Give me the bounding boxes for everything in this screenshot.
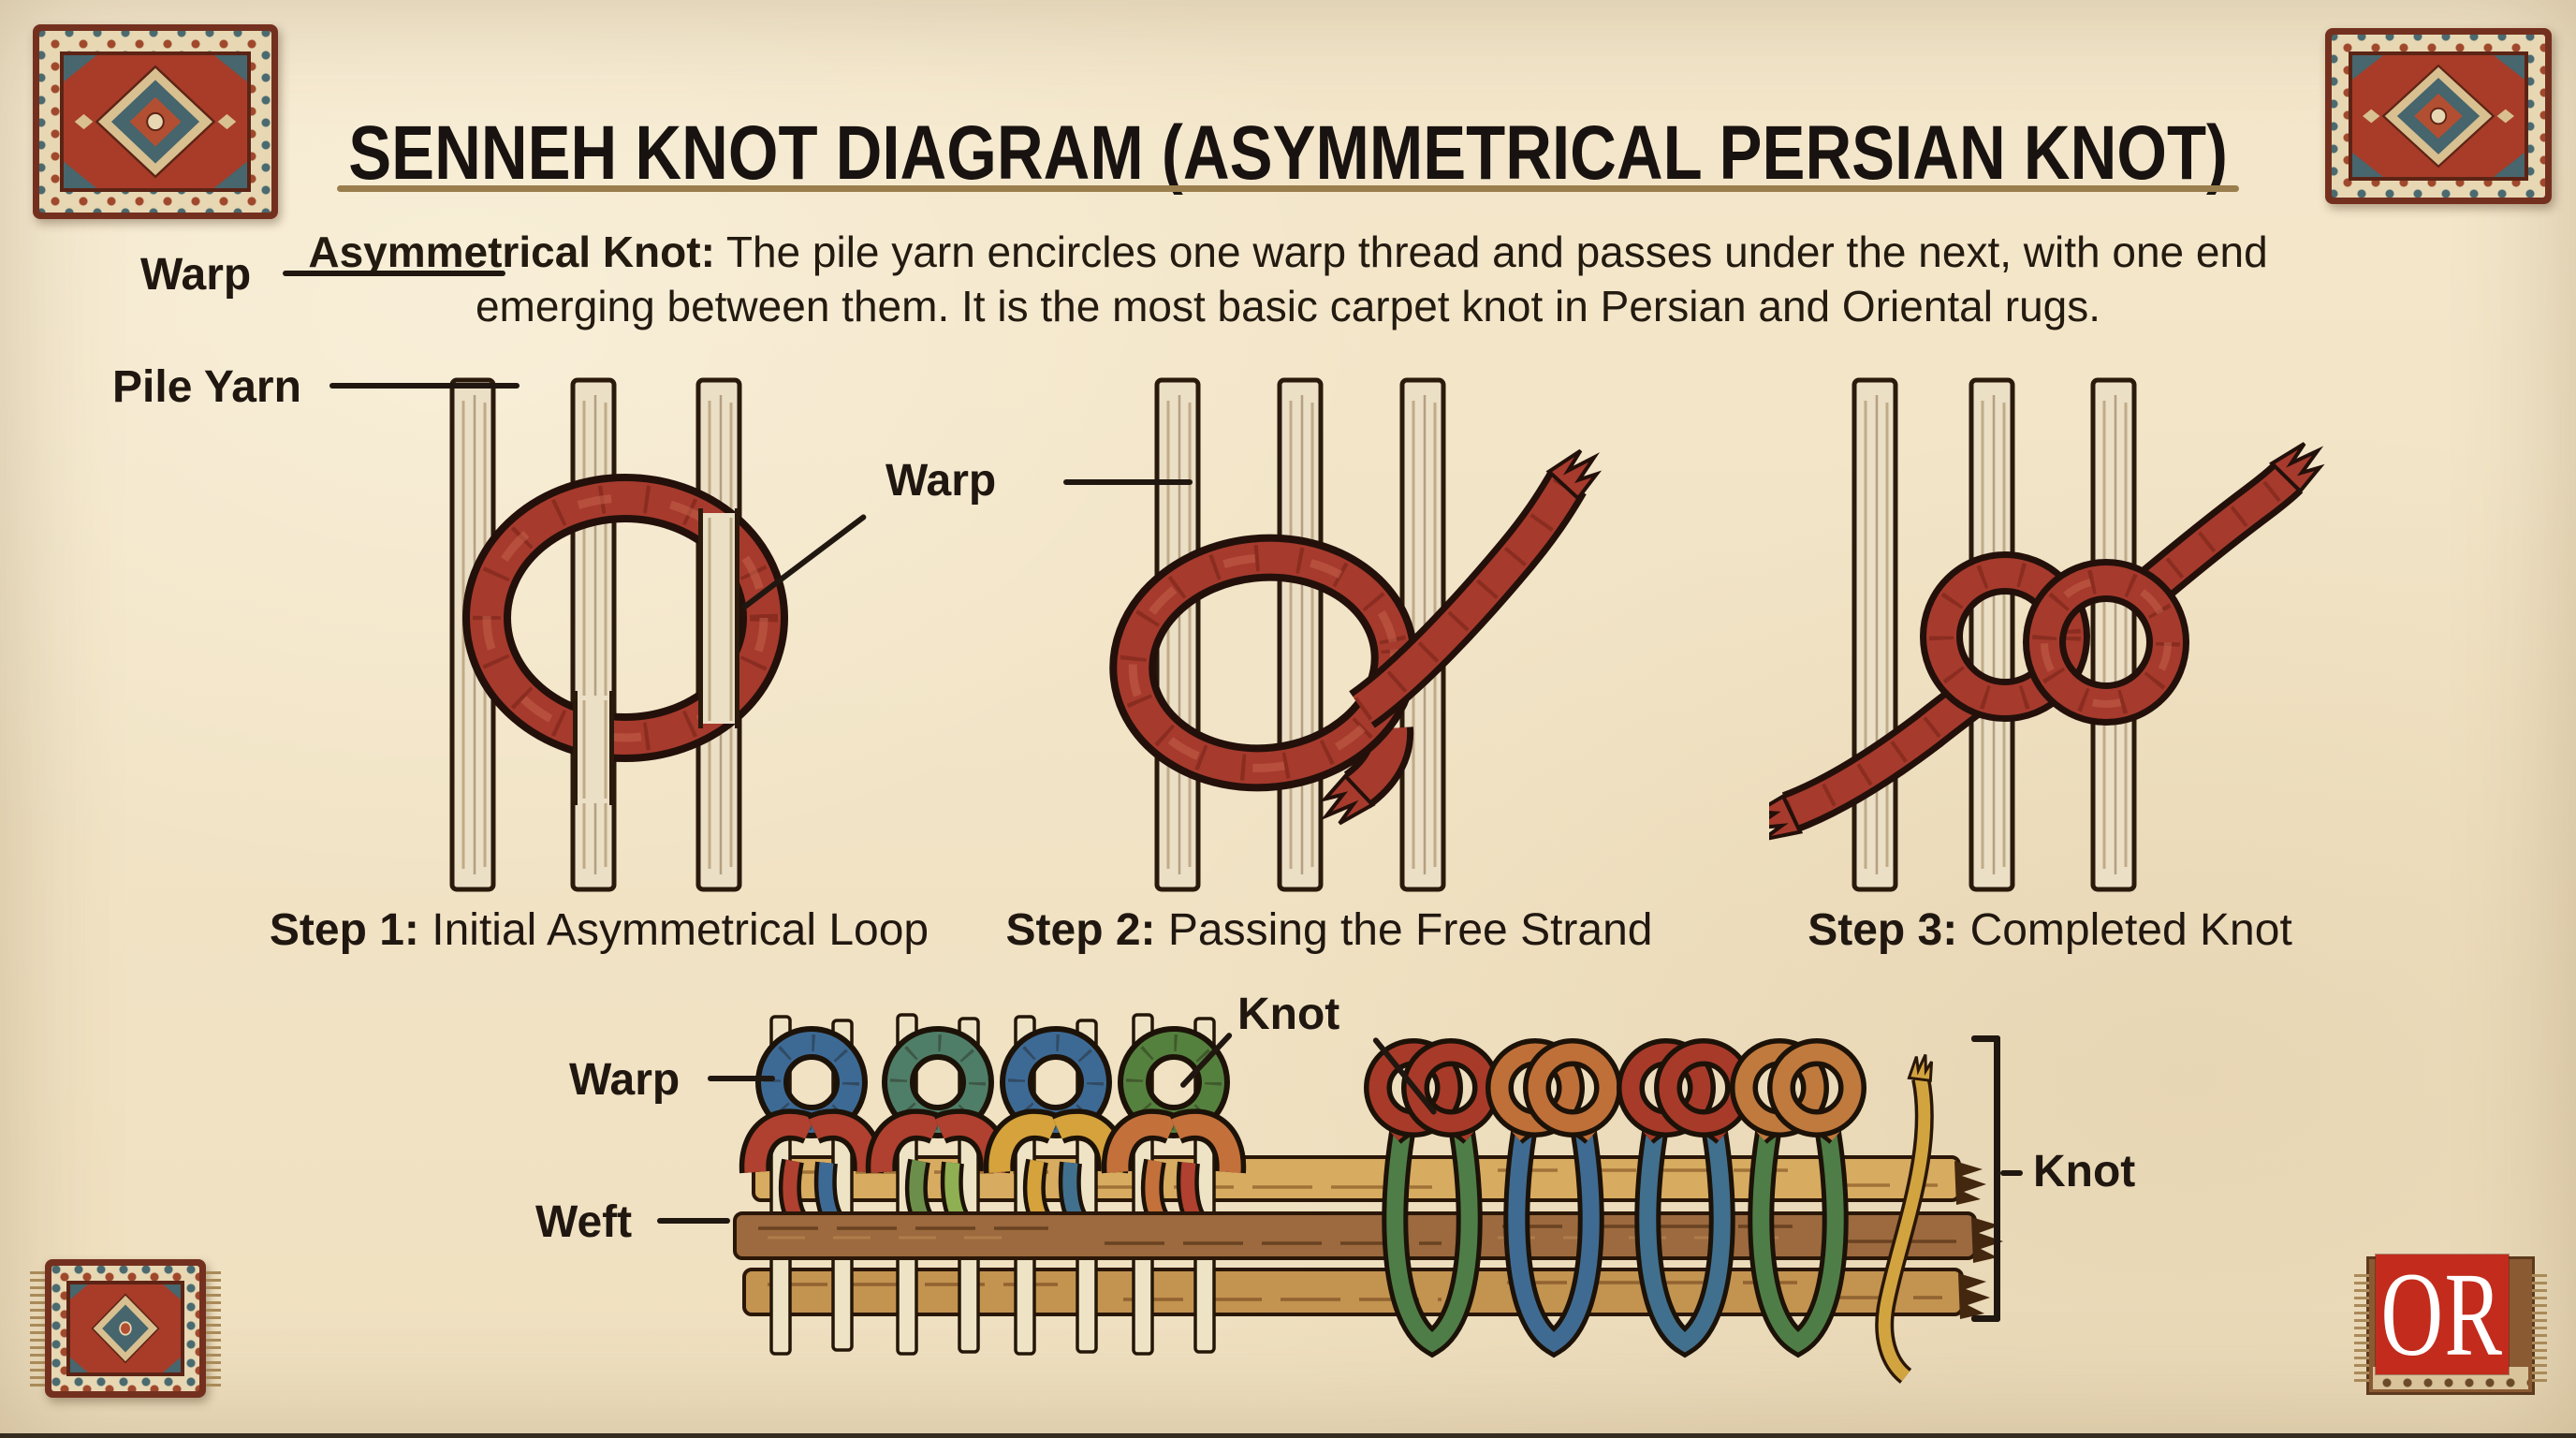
description-text: Asymmetrical Knot: The pile yarn encircl… xyxy=(308,227,2268,330)
label-weft: Weft xyxy=(535,1197,633,1247)
leader-warp-step2-right xyxy=(1063,479,1193,485)
label-knot-bracket: Knot xyxy=(2033,1147,2136,1196)
knot-bracket xyxy=(1994,1035,2000,1322)
leader-warp-bottom xyxy=(708,1076,775,1081)
pile-yarn-free-strand xyxy=(1349,448,1603,728)
warp-over-yarn-segment xyxy=(698,508,739,728)
knot-bracket-bottom-cap xyxy=(1971,1315,2000,1322)
weft-thread-middle xyxy=(733,1211,2003,1263)
weft-thread-top xyxy=(752,1155,1986,1205)
label-warp-step1: Warp xyxy=(140,250,252,300)
carpet-border xyxy=(33,24,278,219)
title-divider xyxy=(337,185,2239,192)
carpet-ornament-bottom-left xyxy=(30,1259,221,1398)
carpet-border xyxy=(45,1259,206,1398)
page-bottom-edge xyxy=(0,1433,2576,1438)
carpet-medallion xyxy=(70,1284,181,1372)
carpet-ornament-top-right xyxy=(2325,28,2552,204)
warp-thread xyxy=(570,377,617,892)
knot-bracket-top-cap xyxy=(1971,1035,2000,1042)
step3-caption: Step 3: Completed Knot xyxy=(1808,905,2292,955)
description-lead: Asymmetrical Knot: xyxy=(308,227,715,276)
weft-thread-bottom xyxy=(742,1268,1990,1319)
leader-pile-yarn xyxy=(329,383,520,389)
label-warp-step2: Warp xyxy=(886,456,997,506)
loose-yarn-strand xyxy=(1875,1053,1934,1384)
warp-thread xyxy=(2090,377,2137,892)
warp-over-yarn-segment xyxy=(573,691,614,805)
carpet-ornament-top-left xyxy=(33,24,278,219)
knot-row-pile-loops xyxy=(1364,1038,1866,1145)
carpet-medallion xyxy=(64,55,247,188)
or-logo: OR xyxy=(2354,1255,2547,1397)
leader-warp-step1 xyxy=(283,271,505,276)
step2-caption: Step 2: Passing the Free Strand xyxy=(1005,905,1653,955)
completed-knot-yarn xyxy=(1769,442,2325,842)
warp-thread xyxy=(1969,377,2015,892)
carpet-border xyxy=(2325,28,2552,204)
step1-diagram xyxy=(449,377,788,892)
knot-row-wraps xyxy=(1382,1130,1849,1358)
or-logo-text: OR xyxy=(2380,1248,2504,1381)
carpet-fringe xyxy=(30,1269,45,1387)
label-pile-yarn: Pile Yarn xyxy=(112,362,301,412)
warp-thread xyxy=(1852,377,1898,892)
label-warp-bottom: Warp xyxy=(569,1055,681,1105)
step2-diagram xyxy=(1109,377,1603,892)
carpet-medallion xyxy=(2352,55,2525,177)
warp-thread xyxy=(1277,377,1324,892)
pile-yarn-tail xyxy=(1319,726,1414,826)
leader-weft xyxy=(657,1218,730,1224)
knot-bracket-tick xyxy=(2000,1170,2023,1176)
carpet-fringe xyxy=(206,1269,221,1387)
pile-yarn-loop xyxy=(1109,534,1418,792)
page-title: SENNEH KNOT DIAGRAM (ASYMMETRICAL PERSIA… xyxy=(348,110,2228,196)
label-knot-top: Knot xyxy=(1237,990,1340,1039)
pile-yarn-ring xyxy=(462,474,788,762)
weave-diagram xyxy=(733,1013,2003,1384)
or-logo-badge: OR xyxy=(2376,1255,2509,1374)
step3-diagram xyxy=(1769,377,2325,892)
step1-caption: Step 1: Initial Asymmetrical Loop xyxy=(269,905,929,955)
